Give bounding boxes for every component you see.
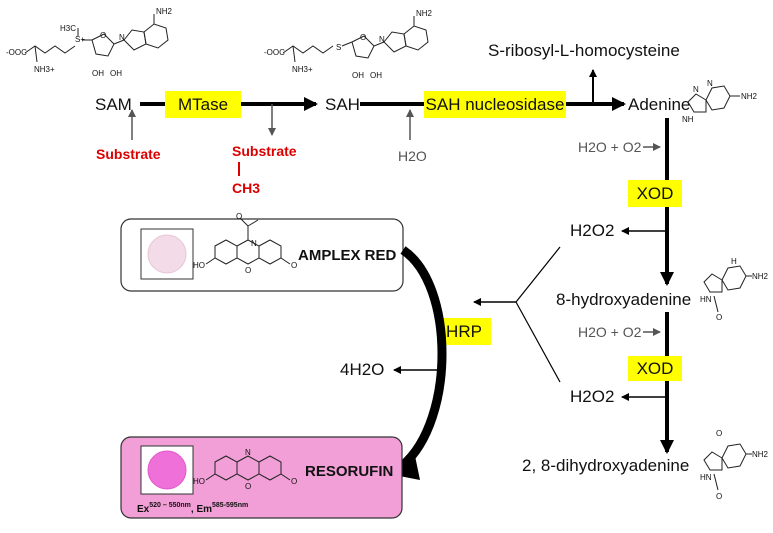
sah-label: SAH (325, 95, 360, 114)
sah-nucleosidase-box (424, 91, 566, 118)
sam-label: SAM (95, 95, 132, 114)
amplex-carbonyl-o-atom: O (236, 212, 242, 221)
resorufin-structure: N O O HO (193, 448, 297, 491)
sam-oh-1: OH (92, 69, 104, 78)
mtase-label: MTase (178, 95, 228, 114)
xod-1-label: XOD (637, 184, 674, 203)
dihydroxyadenine-structure: NH2 O HN O (700, 429, 769, 501)
dihydroxyadenine-top-o: O (716, 429, 722, 438)
amplex-keto-o-atom: O (291, 261, 297, 270)
amplex-n-atom: N (251, 239, 257, 248)
sam-structure: -OOC NH3+ S+ H3C O OH OH NH2 N (6, 7, 173, 78)
cofactor-2-label: H2O + O2 (578, 324, 642, 340)
resorufin-well-sample (147, 450, 187, 490)
sah-oh-1: OH (352, 71, 364, 80)
sah-n9: N (379, 35, 385, 44)
resorufin-ho-group: HO (193, 477, 205, 486)
excitation-label: Ex520 – 550nm, Em585-595nm (137, 502, 248, 515)
sah-amine: NH3+ (292, 65, 313, 74)
hydroxyadenine-o: O (716, 313, 722, 322)
methyl-label: CH3 (232, 180, 260, 196)
four-h2o-label: 4H2O (340, 360, 384, 379)
amplex-ho-group: HO (193, 261, 205, 270)
sah-structure: -OOC NH3+ S O OH OH NH2 N (264, 9, 433, 80)
substrate-in-label: Substrate (96, 146, 161, 162)
adenine-structure: NH2 N N NH (682, 79, 758, 124)
sam-amine: NH3+ (34, 65, 55, 74)
adenine-amino: NH2 (741, 92, 758, 101)
amplex-red-structure: N O O O HO (193, 212, 297, 275)
sam-oh-2: OH (110, 69, 122, 78)
sah-amino: NH2 (416, 9, 433, 18)
sah-ring-o: O (360, 33, 366, 42)
adenine-n1: N (707, 79, 713, 88)
mtase-box (165, 91, 241, 118)
resorufin-title: RESORUFIN (305, 463, 393, 480)
amplex-ring-o-atom: O (245, 266, 251, 275)
substrate-out-label: Substrate (232, 143, 297, 159)
adenine-nh: NH (682, 115, 694, 124)
sah-sulfur: S (336, 43, 341, 52)
h2o2-b-label: H2O2 (570, 387, 614, 406)
sah-carboxylate: -OOC (264, 48, 285, 57)
sam-carboxylate: -OOC (6, 48, 27, 57)
amplex-well-sample (147, 234, 187, 274)
water-in-label: H2O (398, 148, 427, 164)
hydroxyadenine-structure: NH2 H HN O (700, 257, 769, 322)
hydroxyadenine-amino: NH2 (752, 272, 769, 281)
dihydroxyadenine-hn: HN (700, 473, 712, 482)
hydroxyadenine-label: 8-hydroxyadenine (556, 290, 691, 309)
hydroxyadenine-h: H (731, 257, 737, 266)
sam-ring-o: O (100, 31, 106, 40)
dihydroxyadenine-amino: NH2 (752, 450, 769, 459)
resorufin-n-atom: N (245, 448, 251, 457)
sam-methyl: H3C (60, 24, 76, 33)
sah-oh-2: OH (370, 71, 382, 80)
resorufin-ring-o-atom: O (245, 482, 251, 491)
sam-amino: NH2 (156, 7, 173, 16)
sah-nucleosidase-label: SAH nucleosidase (426, 95, 565, 114)
xod-2-label: XOD (637, 359, 674, 378)
xod-1-box (628, 180, 682, 207)
sam-sulfonium: S+ (75, 35, 85, 44)
ribosyl-label: S-ribosyl-L-homocysteine (488, 41, 680, 60)
h2o2-a-label: H2O2 (570, 221, 614, 240)
adenine-n7: N (693, 85, 699, 94)
adenine-label: Adenine (628, 95, 690, 114)
cofactor-1-label: H2O + O2 (578, 139, 642, 155)
h2o2-a-link (515, 246, 561, 303)
amplex-to-resorufin-curve (399, 246, 447, 469)
dihydroxyadenine-label: 2, 8-dihydroxyadenine (522, 456, 689, 475)
hydroxyadenine-hn: HN (700, 295, 712, 304)
resorufin-keto-o-atom: O (291, 477, 297, 486)
amplex-red-title: AMPLEX RED (298, 247, 397, 264)
h2o2-b-link (515, 301, 561, 383)
hrp-label: HRP (446, 322, 482, 341)
xod-2-box (628, 356, 682, 381)
dihydroxyadenine-bottom-o: O (716, 492, 722, 501)
sam-n9: N (119, 33, 125, 42)
